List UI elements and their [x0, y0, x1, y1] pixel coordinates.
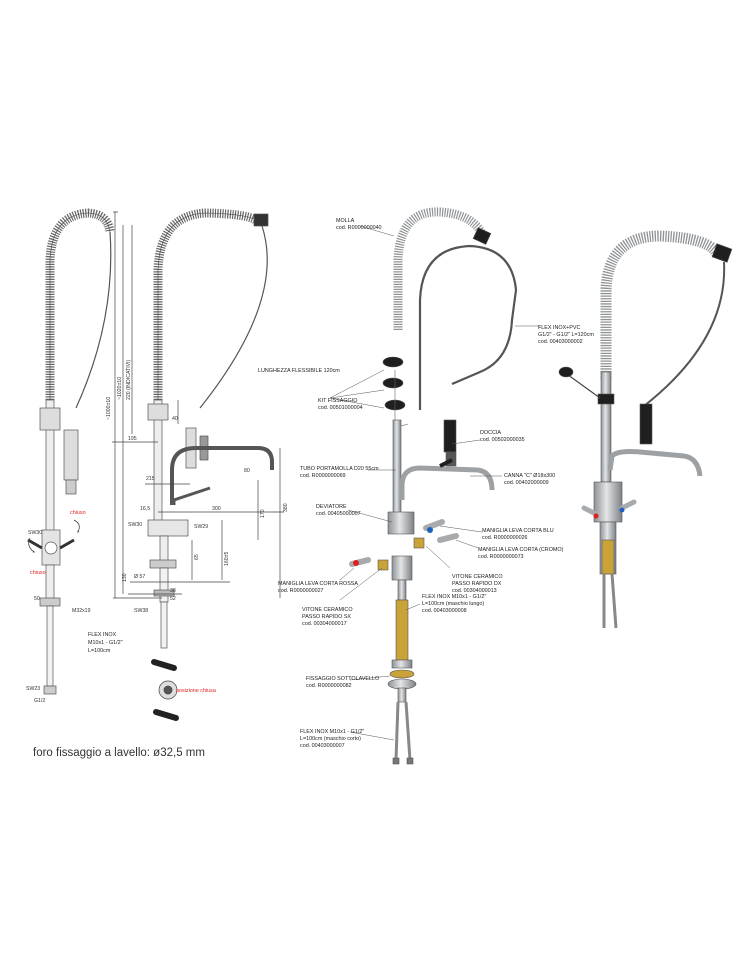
front-view-drawing	[112, 208, 284, 649]
part-manblu-name: MANIGLIA LEVA CORTA BLU	[482, 528, 554, 534]
part-tubo-code: cod. R0000000069	[300, 473, 346, 479]
dim-g12: G1/2	[34, 698, 45, 704]
dim-380: 380	[283, 503, 289, 512]
part-vitonesx-code: cod. 00304000017	[302, 621, 347, 627]
part-flexlungo-spec: L=100cm (maschio lungo)	[422, 601, 484, 607]
part-deviatore-code: cod. 00405000007	[316, 511, 361, 517]
dim-300: 300	[212, 506, 221, 512]
closed-label-top: chiuso	[70, 510, 86, 516]
closed-position-detail	[151, 659, 179, 721]
part-kit-code: cod. 00501000004	[318, 405, 363, 411]
part-manrossa-code: cod. R0000000027	[278, 588, 324, 594]
hose-length-label: LUNGHEZZA FLESSIBILE 120cm	[258, 368, 340, 374]
dim-38: 38	[170, 588, 176, 594]
part-canna-code: cod. 00402000009	[504, 480, 549, 486]
dim-sw30: SW30	[128, 522, 142, 528]
part-molla-code: cod. R0000000040	[336, 225, 382, 231]
dim-indicativi: 220 (INDICATIVI)	[126, 359, 132, 400]
dim-diam57: Ø 57	[134, 574, 145, 580]
dim-40: 40	[172, 416, 178, 422]
closed-label-left: chiuso	[30, 570, 46, 576]
dim-160: 160±5	[224, 551, 230, 566]
dim-sw38: SW38	[134, 608, 148, 614]
part-deviatore-name: DEVIATORE	[316, 504, 347, 510]
part-flexlungo-code: cod. 00403000008	[422, 608, 467, 614]
part-flexcorto-spec: L=100cm (maschio corto)	[300, 736, 361, 742]
dim-215: 215	[146, 476, 155, 482]
side-view-drawing	[27, 208, 115, 695]
dim-80: 80	[244, 468, 250, 474]
flex-length: L=100cm	[88, 648, 111, 654]
spring-coil-left	[45, 208, 115, 400]
hose-left	[75, 231, 112, 409]
dim-sw30-left: SW30	[28, 530, 42, 536]
dim-65: 65	[194, 554, 200, 560]
part-flexcorto-code: cod. 00403000007	[300, 743, 345, 749]
part-manblu-code: cod. R0000000026	[482, 535, 528, 541]
flex-pvc-hose	[418, 244, 518, 410]
part-vitonedx-code: cod. 00304000013	[452, 588, 497, 594]
exploded-view	[329, 207, 540, 765]
dim-total-height: ~1000±10	[106, 397, 112, 420]
part-vitonesx-name: VITONE CERAMICO	[302, 607, 353, 613]
part-tubo-name: TUBO PORTAMOLLA D20 55cm	[300, 466, 379, 472]
part-kit-name: KIT FISSAGGIO	[318, 398, 357, 404]
spout-c	[399, 465, 495, 500]
dim-16-5: 16,5	[140, 506, 150, 512]
part-flexlungo-name: FLEX INOX M10x1 - G1/2"	[422, 594, 486, 600]
part-fissaggio-code: cod. R0000000082	[306, 683, 352, 689]
dim-height-1020: ~1020±10	[117, 377, 123, 400]
part-doccia-name: DOCCIA	[480, 430, 501, 436]
part-mancromo-code: cod. R0000000073	[478, 554, 524, 560]
spring-exploded	[393, 207, 487, 330]
part-fissaggio-name: FISSAGGIO SOTTOLAVELLO	[306, 676, 379, 682]
dim-195: 195	[128, 436, 137, 442]
dim-170: 170	[260, 509, 266, 518]
part-flexpvc-spec: G1/2" - G1/2" L=120cm	[538, 332, 594, 338]
dim-sw23: SW23	[26, 686, 40, 692]
mounting-hole-note: foro fissaggio a lavello: ø32,5 mm	[33, 747, 205, 759]
dim-m32: M32x19	[72, 608, 91, 614]
product-render	[558, 230, 733, 629]
flex-label: FLEX INOX	[88, 632, 117, 638]
dim-52: 52	[170, 596, 176, 602]
part-canna-name: CANNA "C" Ø18x300	[504, 473, 555, 479]
dim-50: 50	[34, 596, 40, 602]
part-flexpvc-name: FLEX INOX+PVC	[538, 325, 580, 331]
part-molla-name: MOLLA	[336, 218, 355, 224]
closed-position-label: posizione chiusa	[176, 688, 216, 694]
part-vitonesx-spec: PASSO RAPIDO SX	[302, 614, 351, 620]
part-manrossa-name: MANIGLIA LEVA CORTA ROSSA	[278, 581, 358, 587]
part-vitonedx-name: VITONE CERAMICO	[452, 574, 503, 580]
part-flexpvc-code: cod. 00403000002	[538, 339, 583, 345]
part-doccia-code: cod. 00502000035	[480, 437, 525, 443]
flex-spec: M10x1 - G1/2"	[88, 640, 123, 646]
part-flexcorto-name: FLEX INOX M10x1 - G1/2"	[300, 729, 364, 735]
part-mancromo-name: MANIGLIA LEVA CORTA (CROMO)	[478, 547, 564, 553]
dim-130: 130	[122, 573, 128, 582]
dim-sw29: SW29	[194, 524, 208, 530]
part-vitonedx-spec: PASSO RAPIDO DX	[452, 581, 502, 587]
